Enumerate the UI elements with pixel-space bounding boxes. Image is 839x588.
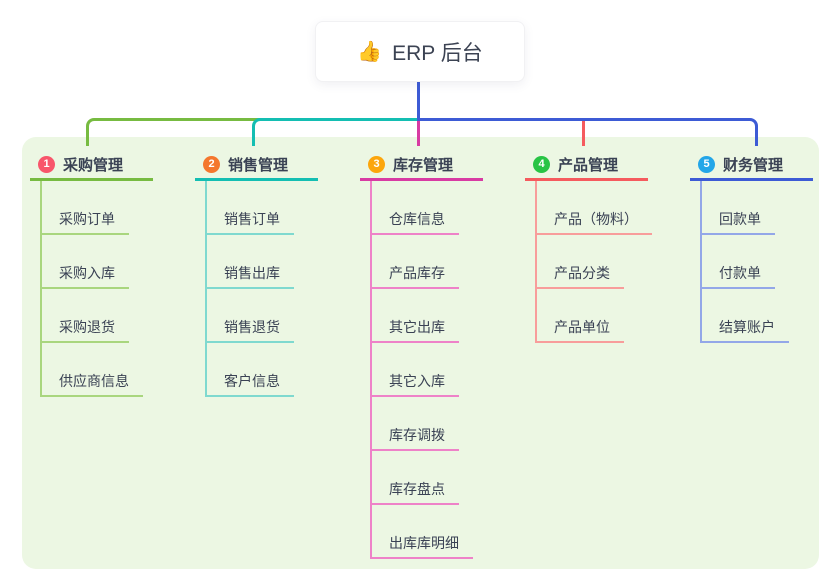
thumbs-up-icon: 👍 [357,41,383,63]
branch-label: 产品管理 [558,156,619,174]
branch-label: 库存管理 [393,156,454,174]
branch-children: 仓库信息 产品库存 其它出库 其它入库 库存调拨 库存盘点 出库库明细 [370,181,510,559]
branch-purchase: 1 采购管理 采购订单 采购入库 采购退货 供应商信息 [30,150,180,397]
branch-sales: 2 销售管理 销售订单 销售出库 销售退货 客户信息 [195,150,345,397]
branch-inventory: 3 库存管理 仓库信息 产品库存 其它出库 其它入库 库存调拨 库存盘点 出库库… [360,150,510,559]
branch-label: 采购管理 [63,156,124,174]
branch-finance: 5 财务管理 回款单 付款单 结算账户 [690,150,839,343]
branch-children: 产品（物料） 产品分类 产品单位 [535,181,675,343]
branch-product: 4 产品管理 产品（物料） 产品分类 产品单位 [525,150,675,343]
mindmap-node[interactable]: 其它入库 [372,343,510,397]
mindmap-node[interactable]: 仓库信息 [372,181,510,235]
mindmap-node[interactable]: 采购入库 [42,235,180,289]
mindmap-node[interactable]: 结算账户 [702,289,839,343]
branch-children: 回款单 付款单 结算账户 [700,181,839,343]
branch-number-badge: 3 [368,155,385,173]
mindmap-node[interactable]: 出库库明细 [372,505,510,559]
branch-label: 财务管理 [723,156,784,174]
mindmap-node[interactable]: 库存盘点 [372,451,510,505]
mindmap-node[interactable]: 付款单 [702,235,839,289]
branch-children: 采购订单 采购入库 采购退货 供应商信息 [40,181,180,397]
mindmap-node[interactable]: 产品（物料） [537,181,675,235]
mindmap-node[interactable]: 销售出库 [207,235,345,289]
mindmap-node[interactable]: 销售退货 [207,289,345,343]
mindmap-node[interactable]: 供应商信息 [42,343,180,397]
mindmap-node[interactable]: 产品分类 [537,235,675,289]
branch-number-badge: 4 [533,155,550,173]
branch-header-purchase[interactable]: 1 采购管理 [30,150,153,181]
mindmap-node[interactable]: 其它出库 [372,289,510,343]
branch-children: 销售订单 销售出库 销售退货 客户信息 [205,181,345,397]
connector-root-stub [417,81,420,121]
mindmap-node[interactable]: 库存调拨 [372,397,510,451]
mindmap-node[interactable]: 销售订单 [207,181,345,235]
mindmap-node[interactable]: 采购退货 [42,289,180,343]
mindmap-panel [22,137,819,569]
mindmap-node[interactable]: 产品单位 [537,289,675,343]
mindmap-node[interactable]: 客户信息 [207,343,345,397]
mindmap-node[interactable]: 采购订单 [42,181,180,235]
branch-number-badge: 1 [38,155,55,173]
branch-header-sales[interactable]: 2 销售管理 [195,150,318,181]
mindmap-node[interactable]: 产品库存 [372,235,510,289]
mindmap-node[interactable]: 回款单 [702,181,839,235]
branch-number-badge: 5 [698,155,715,173]
branch-label: 销售管理 [228,156,289,174]
branch-header-inventory[interactable]: 3 库存管理 [360,150,483,181]
root-node[interactable]: 👍 ERP 后台 [315,21,525,82]
branch-header-finance[interactable]: 5 财务管理 [690,150,813,181]
root-node-label: ERP 后台 [392,41,483,65]
branch-number-badge: 2 [203,155,220,173]
branch-header-product[interactable]: 4 产品管理 [525,150,648,181]
